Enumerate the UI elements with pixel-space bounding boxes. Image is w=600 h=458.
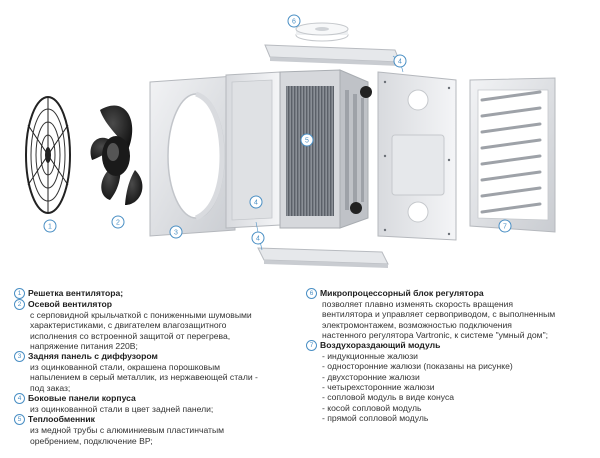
svg-text:3: 3 xyxy=(174,230,178,237)
legend-title-6: Микропроцессорный блок регулятора xyxy=(320,288,484,298)
legend-desc-line: вентилятора и управляет сервоприводом, с… xyxy=(322,309,556,320)
legend-desc-line: электромонтажем, возможностью подключени… xyxy=(322,319,512,330)
legend-number-4: 4 xyxy=(14,393,25,405)
legend-title-5: Теплообменник xyxy=(28,414,95,425)
legend-desc-line: из оцинкованной стали в цвет задней пане… xyxy=(30,404,214,415)
callout-2: 2 xyxy=(111,215,125,229)
exploded-view-diagram: 5 xyxy=(25,14,556,268)
axial-fan-part xyxy=(90,105,143,205)
callout-4-bottom: 4 xyxy=(251,231,265,245)
legend-title-4: Боковые панели корпуса xyxy=(28,393,136,404)
callout-4-side: 4 xyxy=(249,195,263,209)
svg-text:7: 7 xyxy=(503,224,507,231)
legend-desc-line: из оцинкованной стали, окрашена порошков… xyxy=(30,362,221,373)
legend-bullet: - косой сопловой модуль xyxy=(322,402,422,413)
legend-bullet: - прямой сопловой модуль xyxy=(322,412,429,423)
housing-frame-part xyxy=(225,71,281,229)
legend-bullet: - двухсторонние жалюзи xyxy=(322,371,420,382)
legend-title-7: Воздухораздающий модуль xyxy=(320,340,441,351)
legend-desc-line: напряжение питания 220В; xyxy=(30,340,138,351)
legend-number-3: 3 xyxy=(14,351,25,363)
controller-unit-part xyxy=(295,22,349,42)
legend-desc-line: из медной трубы с алюминиевым пластинчат… xyxy=(30,425,225,436)
callout-3: 3 xyxy=(169,225,183,239)
svg-text:6: 6 xyxy=(292,19,296,26)
callout-5-label: 5 xyxy=(305,138,309,145)
svg-text:4: 4 xyxy=(254,200,258,207)
legend-desc-line: оребрением, подключение ВР; xyxy=(30,435,153,446)
callout-7: 7 xyxy=(498,219,512,233)
legend-number-6: 6 xyxy=(306,288,317,299)
legend-number-1: 1 xyxy=(14,288,25,299)
legend-title-3: Задняя панель с диффузором xyxy=(28,351,158,362)
top-side-panel-part xyxy=(264,44,401,66)
legend-number-7: 7 xyxy=(306,340,317,352)
fan-grille-part xyxy=(25,96,71,214)
callout-1: 1 xyxy=(43,219,57,233)
legend-desc-line: исполнения со встроенной защитой от пере… xyxy=(30,330,231,341)
legend-desc-line: характеристиками, с двигателем влагозащи… xyxy=(30,320,227,331)
legend-bullet: - сопловой модуль в виде конуса xyxy=(322,392,455,403)
legend-desc-line: позволяет плавно изменять скорость враще… xyxy=(322,299,514,309)
front-plate-part xyxy=(377,71,457,241)
heat-exchanger-part: 5 xyxy=(279,69,372,229)
legend-desc-line: настенного регулятора Vartronic, к систе… xyxy=(322,329,549,340)
legend-title-1: Решетка вентилятора; xyxy=(28,288,124,298)
legend-bullet: - четырехсторонние жалюзи xyxy=(322,382,435,393)
legend-desc-line: напылением в серый металлик, из нержавею… xyxy=(30,372,258,383)
legend-desc-line: с серповидной крыльчаткой с пониженными … xyxy=(30,310,252,320)
callout-4-top: 4 xyxy=(393,54,407,68)
legend-desc-line: под заказ; xyxy=(30,382,71,393)
legend-bullet: - индукционные жалюзи xyxy=(322,351,418,362)
svg-text:2: 2 xyxy=(116,220,120,227)
legend-title-2: Осевой вентилятор xyxy=(28,299,113,309)
back-panel-part xyxy=(149,75,236,237)
louvre-module-part xyxy=(469,77,556,233)
legend-number-5: 5 xyxy=(14,414,25,426)
svg-text:4: 4 xyxy=(398,59,402,66)
bottom-side-panel-part xyxy=(257,247,389,268)
legend-number-2: 2 xyxy=(14,299,25,310)
svg-text:4: 4 xyxy=(256,236,260,243)
callout-6: 6 xyxy=(287,14,301,28)
legend-bullet: - односторонние жалюзи (показаны на рису… xyxy=(322,361,513,372)
svg-text:1: 1 xyxy=(48,224,52,231)
